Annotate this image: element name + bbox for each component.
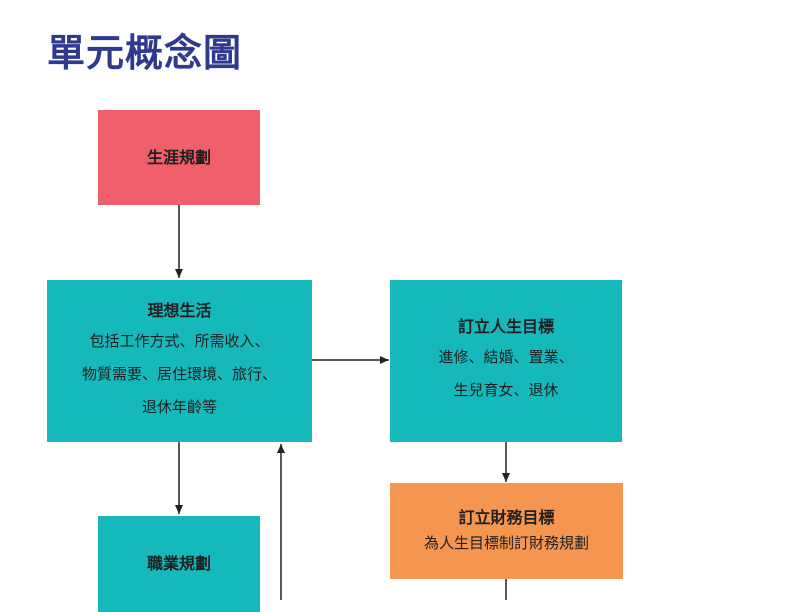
node-job-planning: 職業規劃: [98, 516, 260, 612]
node-life-goals: 訂立人生目標 進修、結婚、置業、 生兒育女、退休: [390, 280, 622, 442]
node-ideal-life-label: 理想生活: [147, 300, 212, 320]
node-financial-goals: 訂立財務目標 為人生目標制訂財務規劃: [390, 483, 623, 579]
node-financial-goals-description: 為人生目標制訂財務規劃: [423, 534, 589, 552]
page-title: 單元概念圖: [47, 31, 243, 75]
node-financial-goals-label: 訂立財務目標: [458, 508, 555, 527]
node-life-goals-label: 訂立人生目標: [457, 317, 554, 336]
node-career-planning: 生涯規劃: [98, 110, 260, 205]
node-career-planning-label: 生涯規劃: [146, 147, 211, 167]
node-ideal-life: 理想生活 包括工作方式、所需收入、 物質需要、居住環境、旅行、 退休年齡等: [47, 280, 312, 442]
node-life-goals-description: 進修、結婚、置業、 生兒育女、退休: [438, 348, 574, 399]
node-ideal-life-description: 包括工作方式、所需收入、 物質需要、居住環境、旅行、 退休年齡等: [81, 331, 277, 416]
node-job-planning-label: 職業規劃: [146, 554, 211, 573]
